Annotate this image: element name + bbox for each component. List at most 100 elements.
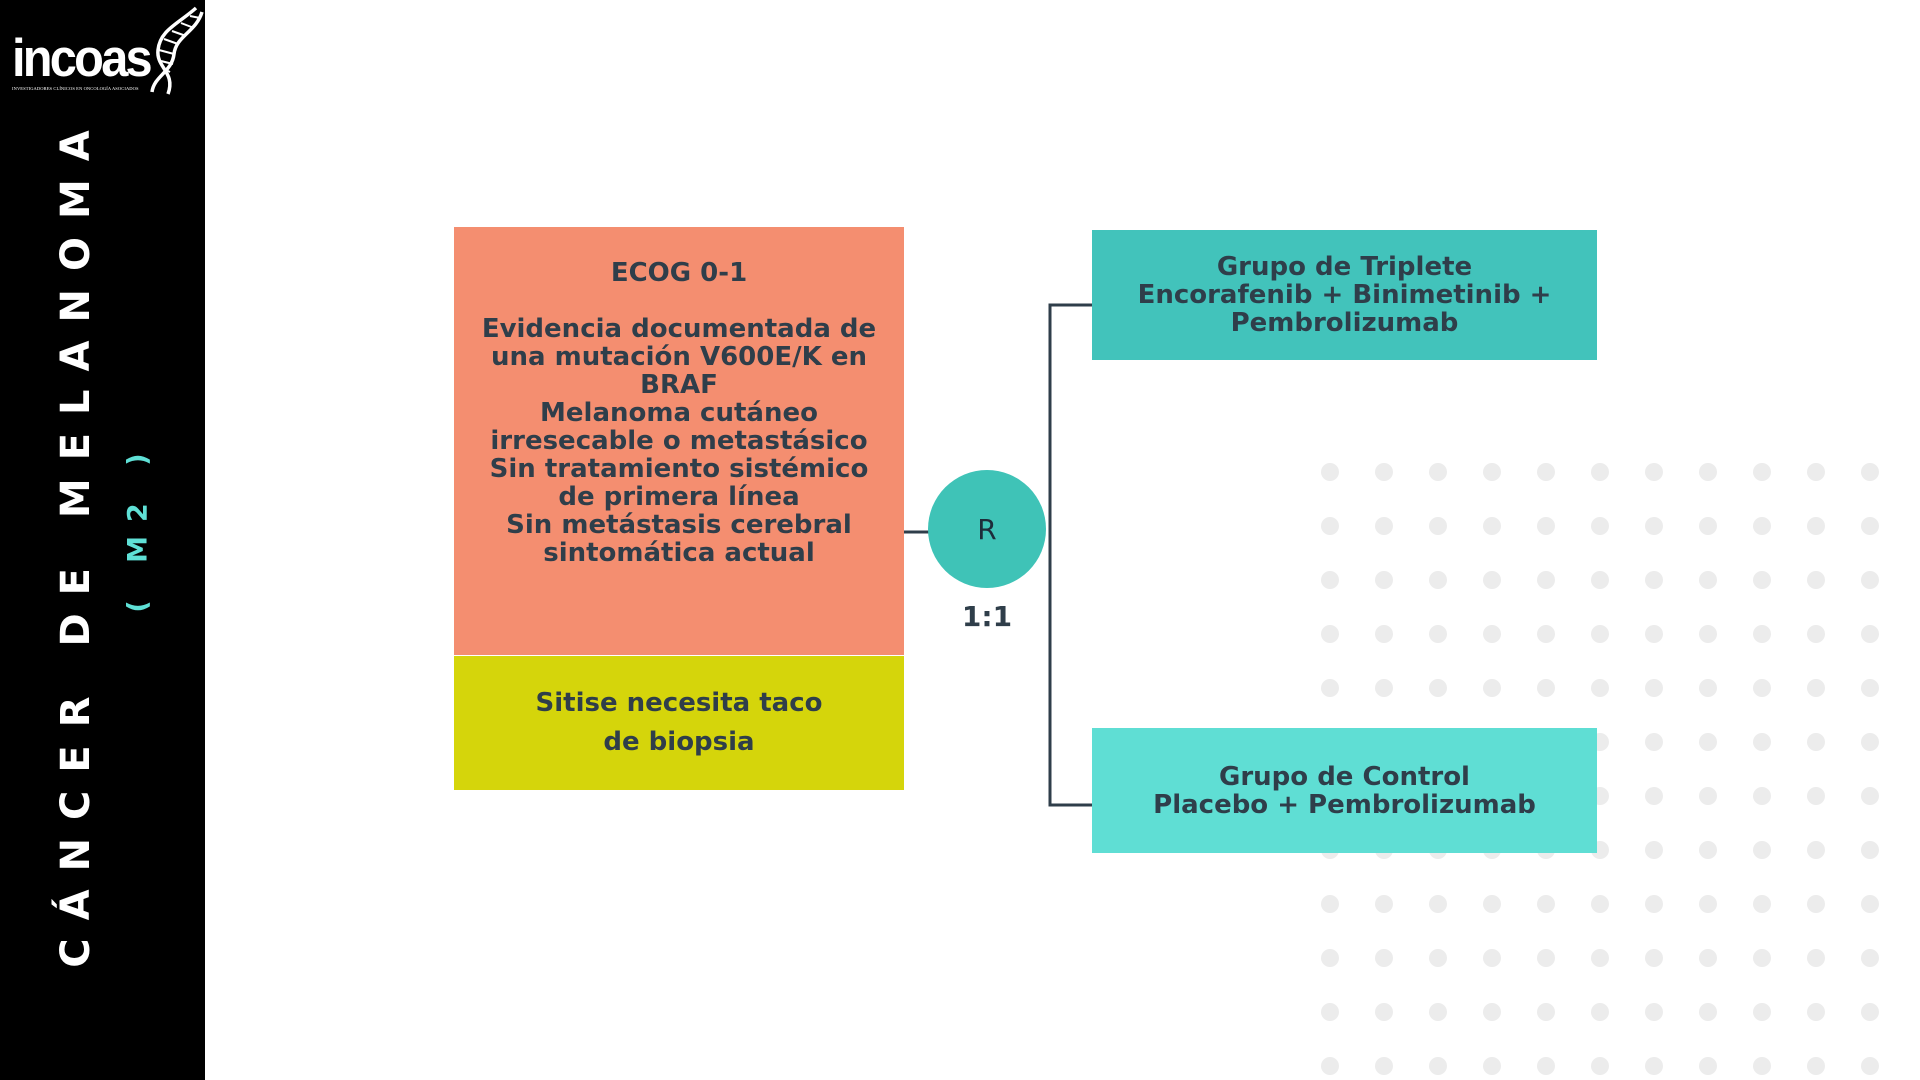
decorative-dot (1861, 787, 1879, 805)
decorative-dot (1861, 841, 1879, 859)
decorative-dot (1483, 571, 1501, 589)
decorative-dot (1807, 841, 1825, 859)
decorative-dot (1753, 895, 1771, 913)
decorative-dot (1537, 1057, 1555, 1075)
decorative-dot (1699, 571, 1717, 589)
decorative-dot (1483, 949, 1501, 967)
decorative-dot (1321, 949, 1339, 967)
decorative-dot (1645, 841, 1663, 859)
decorative-dot (1321, 1003, 1339, 1021)
decorative-dot (1591, 463, 1609, 481)
decorative-dot (1753, 517, 1771, 535)
decorative-dot (1807, 1003, 1825, 1021)
decorative-dot (1429, 571, 1447, 589)
decorative-dot (1429, 625, 1447, 643)
decorative-dot (1699, 679, 1717, 697)
decorative-dot (1375, 895, 1393, 913)
decorative-dot (1375, 679, 1393, 697)
decorative-dot (1537, 625, 1555, 643)
decorative-dot (1321, 625, 1339, 643)
decorative-dot (1321, 895, 1339, 913)
decorative-dot (1645, 517, 1663, 535)
logo: incoas INVESTIGADORES CLÍNICOS EN ONCOLO… (10, 6, 205, 96)
decorative-dot (1699, 1003, 1717, 1021)
decorative-dot-grid (1321, 463, 1879, 1075)
decorative-dot (1861, 463, 1879, 481)
decorative-dot (1861, 679, 1879, 697)
decorative-dot (1429, 949, 1447, 967)
decorative-dot (1699, 787, 1717, 805)
criteria-line: Melanoma cutáneo (540, 398, 818, 428)
decorative-dot (1483, 1057, 1501, 1075)
decorative-dot (1537, 949, 1555, 967)
decorative-dot (1537, 679, 1555, 697)
decorative-dot (1807, 679, 1825, 697)
decorative-dot (1753, 787, 1771, 805)
decorative-dot (1375, 1003, 1393, 1021)
decorative-dot (1699, 463, 1717, 481)
arm-line: Encorafenib + Binimetinib + (1137, 280, 1552, 310)
arm-line: Placebo + Pembrolizumab (1153, 789, 1536, 820)
decorative-dot (1645, 1003, 1663, 1021)
decorative-dot (1645, 571, 1663, 589)
decorative-dot (1321, 463, 1339, 481)
decorative-dot (1753, 1003, 1771, 1021)
decorative-dot (1861, 625, 1879, 643)
decorative-dot (1699, 517, 1717, 535)
decorative-dot (1807, 733, 1825, 751)
decorative-dot (1591, 1003, 1609, 1021)
decorative-dot (1483, 679, 1501, 697)
decorative-dot (1807, 949, 1825, 967)
decorative-dot (1375, 1057, 1393, 1075)
decorative-dot (1753, 625, 1771, 643)
connector-bracket (1048, 303, 1092, 807)
decorative-dot (1375, 517, 1393, 535)
triplet-arm-box: Grupo de Triplete Encorafenib + Binimeti… (1092, 230, 1597, 360)
decorative-dot (1753, 841, 1771, 859)
criteria-line: Sin metástasis cerebral (506, 510, 852, 540)
decorative-dot (1753, 679, 1771, 697)
decorative-dot (1861, 1057, 1879, 1075)
decorative-dot (1591, 1057, 1609, 1075)
decorative-dot (1591, 571, 1609, 589)
decorative-dot (1645, 787, 1663, 805)
decorative-dot (1375, 949, 1393, 967)
decorative-dot (1807, 895, 1825, 913)
randomization-ratio: 1:1 (961, 600, 1013, 633)
decorative-dot (1861, 517, 1879, 535)
decorative-dot (1807, 463, 1825, 481)
decorative-dot (1753, 1057, 1771, 1075)
decorative-dot (1861, 949, 1879, 967)
decorative-dot (1321, 1057, 1339, 1075)
decorative-dot (1645, 949, 1663, 967)
decorative-dot (1321, 571, 1339, 589)
decorative-dot (1483, 895, 1501, 913)
criteria-title: ECOG 0-1 (610, 258, 748, 288)
decorative-dot (1429, 1057, 1447, 1075)
decorative-dot (1807, 625, 1825, 643)
decorative-dot (1537, 1003, 1555, 1021)
randomization-node: R (928, 470, 1046, 588)
arm-title: Grupo de Triplete (1216, 252, 1473, 282)
decorative-dot (1591, 949, 1609, 967)
criteria-line: Sin tratamiento sistémico (489, 454, 869, 484)
decorative-dot (1645, 625, 1663, 643)
decorative-dot (1537, 463, 1555, 481)
decorative-dot (1861, 571, 1879, 589)
decorative-dot (1699, 625, 1717, 643)
decorative-dot (1645, 679, 1663, 697)
decorative-dot (1645, 733, 1663, 751)
decorative-dot (1861, 733, 1879, 751)
decorative-dot (1375, 463, 1393, 481)
decorative-dot (1699, 1057, 1717, 1075)
decorative-dot (1483, 625, 1501, 643)
decorative-dot (1807, 571, 1825, 589)
criteria-line: de primera línea (558, 482, 800, 512)
criteria-line: BRAF (640, 370, 718, 400)
logo-tagline: INVESTIGADORES CLÍNICOS EN ONCOLOGÍA ASO… (12, 86, 139, 91)
logo-wordmark: incoas (12, 29, 153, 88)
control-arm-box: Grupo de Control Placebo + Pembrolizumab (1092, 728, 1597, 853)
decorative-dot (1429, 463, 1447, 481)
decorative-dot (1753, 733, 1771, 751)
